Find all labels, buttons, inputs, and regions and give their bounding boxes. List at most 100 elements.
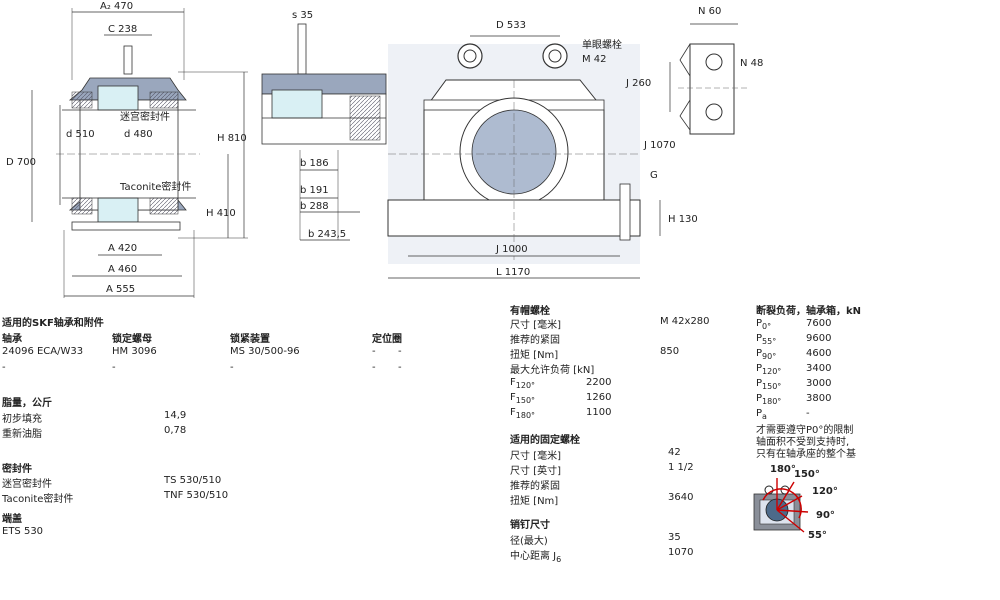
ring-2b: - [398,362,402,373]
dim-db: d 510 [66,129,95,140]
fix-size-mm-value: 42 [668,447,681,458]
ring-1b: - [398,346,402,357]
pa-label: Pa [756,408,767,421]
p120-label: P120° [756,363,782,376]
dim-da700: D 700 [6,157,36,168]
label-eyebolt: 单眼螺栓 [582,38,622,51]
f120-label: F120° [510,377,536,390]
seal-taconite-value[interactable]: TNF 530/510 [164,490,229,501]
grease-initial-label: 初步填充 [2,414,42,425]
cap-torque-label: 扭矩 [Nm] [510,350,559,361]
grease-title: 脂量，公斤 [2,398,52,409]
angle-120: 120° [812,486,838,497]
p55-value: 9600 [806,333,832,344]
f120-value: 2200 [586,377,612,388]
dim-h2: H 130 [668,214,698,225]
cap-size-label: 尺寸 [毫米] [510,320,561,331]
dim-a2: A₂ 470 [100,1,133,12]
col-bearing: 轴承 [2,334,22,345]
dim-s: s 35 [292,10,313,21]
seals-title: 密封件 [2,464,32,475]
dim-n1: N 48 [740,58,763,69]
grease-relub-value: 0,78 [164,425,187,436]
col-locking-device: 锁紧装置 [230,334,270,345]
technical-drawing: A₂ 470 C 238 迷宫密封件 Taconite密封件 d 510 d 4… [6,1,763,298]
bearing-1[interactable]: 24096 ECA/W33 [2,346,84,357]
locknut-2: - [112,362,116,373]
break-load-title: 断裂负荷，轴承箱，kN [756,306,862,317]
p180-value: 3800 [806,393,832,404]
p150-value: 3000 [806,378,832,389]
pin-dia-value: 35 [668,532,681,543]
fix-bolt-title: 适用的固定螺栓 [510,435,580,446]
dim-a1: A 420 [108,243,137,254]
label-m42: M 42 [582,54,607,65]
angle-55: 55° [808,530,827,541]
f150-value: 1260 [586,392,612,403]
dim-db533: D 533 [496,20,526,31]
p0-value: 7600 [806,318,832,329]
load-direction-diagram: 180° 150° 120° 90° 55° [753,464,838,541]
cap-maxload-label: 最大允许负荷 [kN] [510,365,595,376]
dim-bamax: b 288 [300,201,329,212]
dim-bamin: b 191 [300,185,329,196]
fix-torque-value: 3640 [668,492,694,503]
col-locating-ring: 定位圈 [372,334,402,345]
note-line-1: 才需要遵守P0°的限制 [756,425,854,436]
pa-value: - [806,408,810,419]
accessories-title: 适用的SKF轴承和附件 [2,318,104,329]
seal-taconite-label: Taconite密封件 [2,494,74,505]
label-maze-seal: 迷宫密封件 [120,110,170,123]
angle-90: 90° [816,510,835,521]
dim-j6: J 1070 [643,140,676,151]
cap-torque-value: 850 [660,346,680,357]
angle-180: 180° [770,464,796,475]
dim-l: L 1170 [496,267,530,278]
label-g: G [650,170,658,181]
locknut-1[interactable]: HM 3096 [112,346,157,357]
dim-a: A 460 [108,264,137,275]
dim-da: d 480 [124,129,153,140]
section-view-left: A₂ 470 C 238 迷宫密封件 Taconite密封件 d 510 d 4… [6,1,248,298]
col-locknut: 锁定螺母 [112,334,152,345]
pin-dist-value: 1070 [668,547,694,558]
grease-relub-label: 重新油脂 [2,429,42,440]
locking-device-2: - [230,362,234,373]
f180-label: F180° [510,407,536,420]
dim-ca: C 238 [108,24,137,35]
front-view: D 533 单眼螺栓 M 42 G H 130 J 1000 L 1170 [387,20,698,279]
section-view-middle: s 35 b 186 b 191 b 288 b 243,5 [261,10,387,241]
dim-h1: H 410 [206,208,236,219]
f150-label: F150° [510,392,536,405]
bolt-detail-view: N 60 N 48 J 260 J 1070 [625,6,763,151]
note-line-2: 轴面积不受到支持时, [756,437,850,448]
dim-bb: b 186 [300,158,329,169]
endcover-value[interactable]: ETS 530 [2,526,44,537]
pin-title: 销钉尺寸 [510,520,550,531]
pin-dia-label: 径(最大) [510,536,548,547]
pin-dist-label: 中心距离 J6 [510,551,562,564]
note-line-3: 只有在轴承座的整个基 [756,449,856,460]
fix-size-mm-label: 尺寸 [毫米] [510,451,561,462]
ring-1a: - [372,346,376,357]
dim-n: N 60 [698,6,721,17]
dim-a3: A 555 [106,284,135,295]
dim-h: H 810 [217,133,247,144]
dim-bc: b 243,5 [308,229,346,240]
p120-value: 3400 [806,363,832,374]
p150-label: P150° [756,378,782,391]
seal-maze-label: 迷宫密封件 [2,479,52,490]
fix-tight-label: 推荐的紧固 [510,481,560,492]
cap-bolt-title: 有帽螺栓 [510,306,550,317]
locking-device-1[interactable]: MS 30/500-96 [230,346,300,357]
label-taconite-seal: Taconite密封件 [119,180,191,193]
seal-maze-value[interactable]: TS 530/510 [164,475,222,486]
angle-150: 150° [794,469,820,480]
cap-size-value: M 42x280 [660,316,710,327]
bearing-2: - [2,362,6,373]
cap-tight-label: 推荐的紧固 [510,335,560,346]
dim-j1: J 260 [625,78,651,89]
p55-label: P55° [756,333,777,346]
p180-label: P180° [756,393,782,406]
fix-size-in-label: 尺寸 [英寸] [510,466,561,477]
